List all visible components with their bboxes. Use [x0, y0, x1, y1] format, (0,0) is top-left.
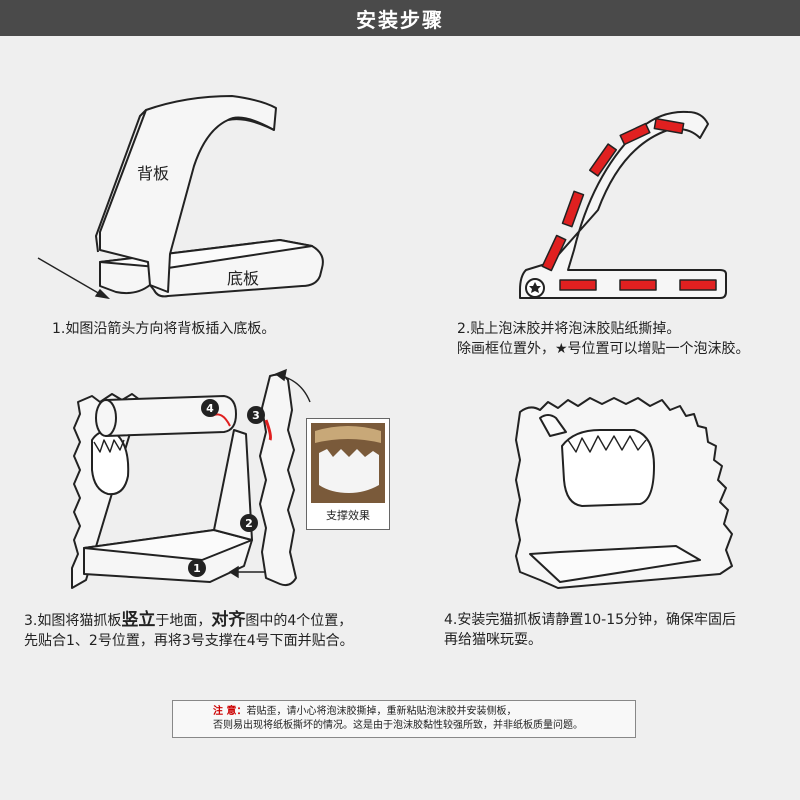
- step3-arrows: [228, 368, 311, 579]
- page-header: 安装步骤: [0, 0, 800, 36]
- step3-markers: 1 2 3 4: [188, 368, 311, 579]
- step3-illustration: [71, 373, 297, 589]
- step1-caption-line: 1.如图沿箭头方向将背板插入底板。: [52, 321, 276, 337]
- left-window-teeth: [93, 439, 125, 453]
- arrow-head-icon: [94, 288, 111, 300]
- step2-caption-line1: 2.贴上泡沫胶并将泡沫胶贴纸撕掉。: [457, 321, 681, 337]
- finished-base: [529, 545, 701, 583]
- right-side-panel: [259, 373, 297, 587]
- marker-2-label: 2: [245, 517, 253, 530]
- step3-caption-em2: 对齐: [211, 610, 246, 630]
- back-panel-hook: [227, 116, 275, 131]
- marker-3-label: 3: [252, 409, 260, 422]
- base-panel-label: 底板: [227, 269, 260, 288]
- step3-caption-line2: 先贴合1、2号位置，再将3号支撑在4号下面并贴合。: [24, 633, 354, 649]
- notice-line1: 注 意：若贴歪，请小心将泡沫胶撕掉，重新粘贴泡沫胶并安装侧板，: [213, 705, 583, 719]
- step2-caption-line2: 除画框位置外，★号位置可以增贴一个泡沫胶。: [457, 341, 750, 357]
- foam-tape: [541, 234, 567, 272]
- notice-line1-text: 若贴歪，请小心将泡沫胶撕掉，重新粘贴泡沫胶并安装侧板，: [246, 706, 517, 717]
- arrow-head-icon: [274, 368, 287, 382]
- finished-window: [561, 429, 655, 507]
- support-photo-caption: 支撑效果: [326, 509, 370, 522]
- back-panel-label: 背板: [137, 164, 170, 183]
- step3-caption-mid: 于地面，: [155, 613, 212, 629]
- arrow-head-icon: [228, 565, 239, 579]
- marker-4: 4: [201, 399, 219, 417]
- notice-text: 注 意：若贴歪，请小心将泡沫胶撕掉，重新粘贴泡沫胶并安装侧板， 否则易出现将纸板…: [213, 705, 583, 733]
- tube-end: [95, 399, 117, 437]
- step3-caption: 3.如图将猫抓板竖立于地面，对齐图中的4个位置， 先贴合1、2号位置，再将3号支…: [24, 610, 354, 651]
- foam-tape: [588, 143, 618, 177]
- step4-illustration: [515, 397, 733, 589]
- step1-caption: 1.如图沿箭头方向将背板插入底板。: [52, 319, 275, 339]
- foam-tape: [561, 190, 585, 228]
- back-support: [213, 429, 253, 541]
- flat-panel: [519, 110, 727, 299]
- back-panel-edge: [95, 109, 147, 253]
- step3-caption-line1: 3.如图将猫抓板竖立于地面，对齐图中的4个位置，: [24, 610, 354, 631]
- step2-illustration: [519, 110, 727, 299]
- marker-4-label: 4: [206, 402, 214, 415]
- support-effect-photo: 支撑效果: [306, 418, 390, 530]
- foam-tape: [559, 279, 597, 291]
- marker-1-label: 1: [193, 562, 201, 575]
- foam-tape: [679, 279, 717, 291]
- foam-tape: [619, 122, 651, 146]
- notice-line2: 否则易出现将纸板撕坏的情况。这是由于泡沫胶黏性较强所致，并非纸板质量问题。: [213, 720, 583, 731]
- step2-caption: 2.贴上泡沫胶并将泡沫胶贴纸撕掉。 除画框位置外，★号位置可以增贴一个泡沫胶。: [457, 319, 750, 359]
- step3-caption-prefix: 3.如图将猫抓板: [24, 613, 122, 629]
- step3-caption-em1: 竖立: [121, 610, 156, 630]
- marker-2: 2: [240, 514, 258, 532]
- page-title: 安装步骤: [356, 7, 444, 32]
- foam-tape: [619, 279, 657, 291]
- step4-caption-line1: 4.安装完猫抓板请静置10-15分钟，确保牢固后: [444, 612, 737, 628]
- support-photo-image: [311, 423, 385, 503]
- left-panel-window: [91, 430, 130, 496]
- notice-label: 注 意：: [213, 706, 247, 717]
- finished-window-teeth: [567, 435, 647, 453]
- marker-3: 3: [247, 406, 265, 424]
- foam-tape-strips: [541, 117, 717, 291]
- step4-caption-line2: 再给猫咪玩耍。: [444, 632, 542, 648]
- adhesive-strip-3: [264, 419, 272, 441]
- star-icon: [529, 282, 541, 293]
- step3-caption-suffix: 图中的4个位置，: [245, 613, 353, 629]
- step4-caption: 4.安装完猫抓板请静置10-15分钟，确保牢固后 再给猫咪玩耍。: [444, 610, 736, 650]
- notice-box: 注 意：若贴歪，请小心将泡沫胶撕掉，重新粘贴泡沫胶并安装侧板， 否则易出现将纸板…: [172, 700, 636, 738]
- step1-arrow: [37, 257, 111, 300]
- foam-tape: [653, 117, 685, 135]
- marker-1: 1: [188, 559, 206, 577]
- step1-illustration: [95, 95, 324, 298]
- finished-tube: [539, 414, 567, 437]
